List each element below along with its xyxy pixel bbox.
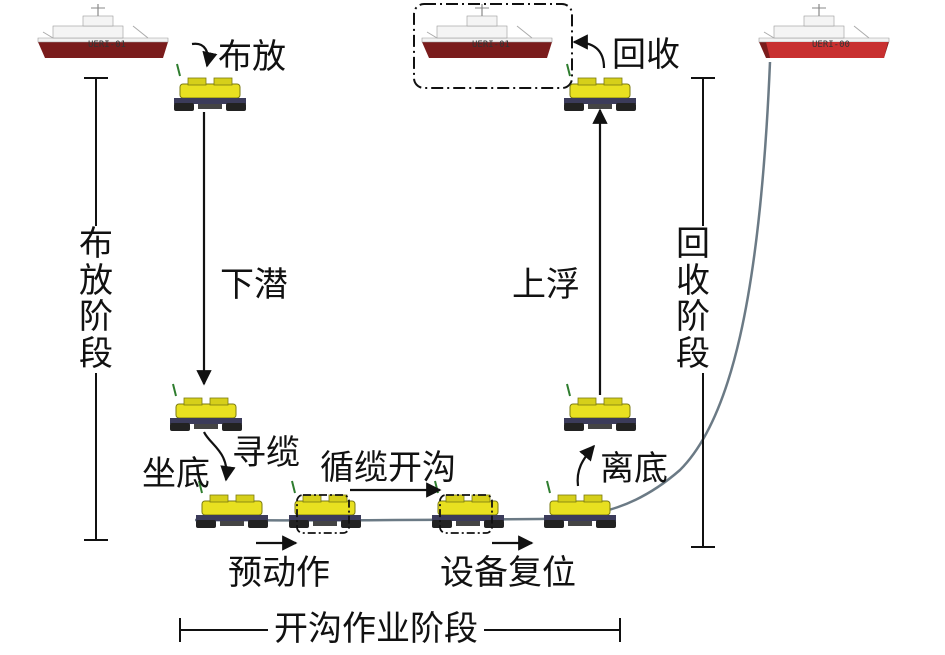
vehicle-reset <box>431 480 505 529</box>
vehicle-pre-action <box>288 480 362 529</box>
sit-bottom-label: 坐底 <box>142 454 210 494</box>
left-ship-hull-mark: UERI-01 <box>88 40 126 50</box>
ship-right <box>758 3 890 59</box>
pre-action-label: 预动作 <box>228 553 330 593</box>
deploy-phase-label: 布放阶段 <box>76 226 116 373</box>
middle-ship-hull-mark: UERI-01 <box>472 40 510 50</box>
recover-label: 回收 <box>612 35 680 75</box>
recover-phase-label: 回收阶段 <box>673 226 713 373</box>
right-ship-hull-mark: UERI-00 <box>812 40 850 50</box>
trenching-phase-label: 开沟作业阶段 <box>268 612 484 646</box>
leave-bottom-label: 离底 <box>600 449 668 489</box>
float-up-label: 上浮 <box>512 265 580 305</box>
trench-label: 循缆开沟 <box>320 448 456 488</box>
find-cable-label: 寻缆 <box>232 433 300 473</box>
recover-arrow <box>572 34 606 69</box>
deploy-label: 布放 <box>218 37 286 77</box>
device-reset-label: 设备复位 <box>440 553 576 593</box>
deploy-arrow <box>191 42 218 68</box>
dive-label: 下潜 <box>220 265 288 305</box>
vehicle-dive-bottom <box>169 383 243 432</box>
find-cable-arrow <box>203 431 236 482</box>
leave-bottom-arrow <box>576 444 596 487</box>
recovered-ship-box <box>413 3 573 89</box>
pre-action-box <box>296 494 350 534</box>
reset-box <box>439 494 493 534</box>
